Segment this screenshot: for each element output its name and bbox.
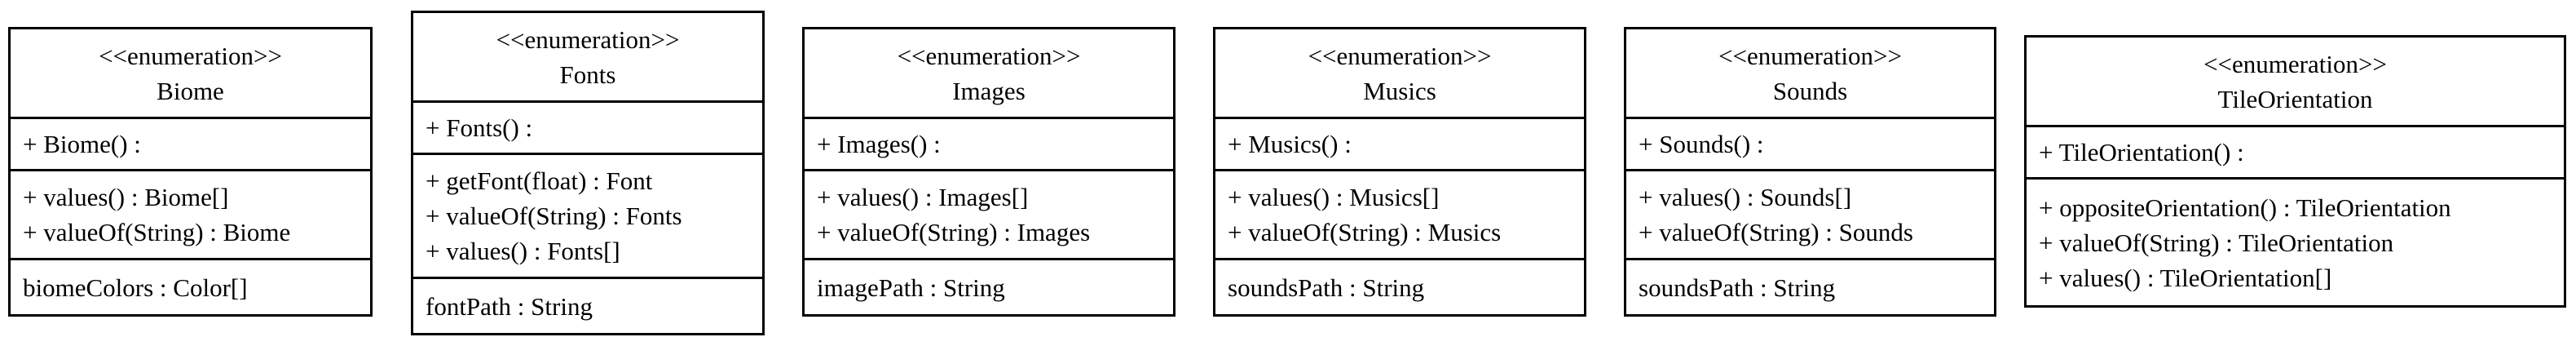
constructor-compartment: + Biome() : [11, 117, 370, 169]
constructor-compartment: + Sounds() : [1626, 117, 1994, 169]
method-signature: + values() : Fonts[] [426, 237, 620, 265]
method-signature: + getFont(float) : Font [426, 166, 653, 195]
attributes-compartment: soundsPath : String [1626, 258, 1994, 314]
class-header-compartment: <<enumeration>> TileOrientation [2027, 38, 2564, 125]
method-signature: + valueOf(String) : Images [817, 218, 1091, 246]
class-name: Sounds [1772, 76, 1848, 105]
class-name: Images [952, 76, 1026, 105]
class-header-compartment: <<enumeration>> Images [805, 29, 1173, 117]
attribute-signature: imagePath : String [817, 273, 1005, 302]
stereotype-label: <<enumeration>> [99, 41, 282, 70]
method-signature: + values() : Sounds[] [1639, 183, 1852, 211]
stereotype-label: <<enumeration>> [1718, 41, 1902, 70]
class-name: Musics [1363, 76, 1436, 105]
constructor-compartment: + TileOrientation() : [2027, 125, 2564, 177]
method-signature: + valueOf(String) : Biome [23, 218, 291, 246]
method-signature: + values() : Biome[] [23, 183, 229, 211]
constructor-compartment: + Fonts() : [413, 100, 762, 153]
attributes-compartment: biomeColors : Color[] [11, 258, 370, 314]
class-header-compartment: <<enumeration>> Sounds [1626, 29, 1994, 117]
enum-class-sounds: <<enumeration>> Sounds + Sounds() : + va… [1624, 27, 1996, 317]
class-name: TileOrientation [2217, 84, 2373, 113]
methods-compartment: + oppositeOrientation() : TileOrientatio… [2027, 177, 2564, 305]
method-signature: + valueOf(String) : Sounds [1639, 218, 1913, 246]
attribute-signature: biomeColors : Color[] [23, 273, 248, 302]
class-name: Biome [157, 76, 224, 105]
method-signature: + valueOf(String) : Musics [1228, 218, 1502, 246]
method-signature: + values() : Musics[] [1228, 183, 1440, 211]
methods-compartment: + values() : Sounds[] + valueOf(String) … [1626, 169, 1994, 258]
class-header-compartment: <<enumeration>> Musics [1215, 29, 1584, 117]
constructor-signature: + Images() : [817, 130, 941, 158]
stereotype-label: <<enumeration>> [1308, 41, 1492, 70]
methods-compartment: + getFont(float) : Font + valueOf(String… [413, 153, 762, 277]
enum-class-musics: <<enumeration>> Musics + Musics() : + va… [1213, 27, 1586, 317]
constructor-compartment: + Musics() : [1215, 117, 1584, 169]
attribute-signature: soundsPath : String [1228, 273, 1425, 302]
attribute-signature: fontPath : String [426, 291, 593, 321]
class-name: Fonts [559, 60, 616, 89]
attributes-compartment: soundsPath : String [1215, 258, 1584, 314]
enum-class-fonts: <<enumeration>> Fonts + Fonts() : + getF… [411, 11, 765, 335]
constructor-compartment: + Images() : [805, 117, 1173, 169]
stereotype-label: <<enumeration>> [496, 24, 680, 54]
constructor-signature: + Fonts() : [426, 113, 533, 142]
methods-compartment: + values() : Musics[] + valueOf(String) … [1215, 169, 1584, 258]
method-signature: + values() : TileOrientation[] [2039, 263, 2332, 292]
methods-compartment: + values() : Images[] + valueOf(String) … [805, 169, 1173, 258]
method-signature: + values() : Images[] [817, 183, 1029, 211]
method-signature: + valueOf(String) : TileOrientation [2039, 228, 2394, 257]
enum-class-biome: <<enumeration>> Biome + Biome() : + valu… [8, 27, 373, 317]
stereotype-label: <<enumeration>> [2203, 49, 2387, 78]
attributes-compartment: fontPath : String [413, 277, 762, 333]
attribute-signature: soundsPath : String [1639, 273, 1836, 302]
attributes-compartment: imagePath : String [805, 258, 1173, 314]
constructor-signature: + Musics() : [1228, 130, 1352, 158]
constructor-signature: + Sounds() : [1639, 130, 1764, 158]
constructor-signature: + TileOrientation() : [2039, 138, 2244, 166]
methods-compartment: + values() : Biome[] + valueOf(String) :… [11, 169, 370, 258]
class-header-compartment: <<enumeration>> Biome [11, 29, 370, 117]
enum-class-images: <<enumeration>> Images + Images() : + va… [802, 27, 1176, 317]
stereotype-label: <<enumeration>> [897, 41, 1081, 70]
constructor-signature: + Biome() : [23, 130, 141, 158]
method-signature: + valueOf(String) : Fonts [426, 202, 682, 230]
class-header-compartment: <<enumeration>> Fonts [413, 13, 762, 100]
method-signature: + oppositeOrientation() : TileOrientatio… [2039, 193, 2451, 222]
enum-class-tileorientation: <<enumeration>> TileOrientation + TileOr… [2024, 35, 2566, 308]
